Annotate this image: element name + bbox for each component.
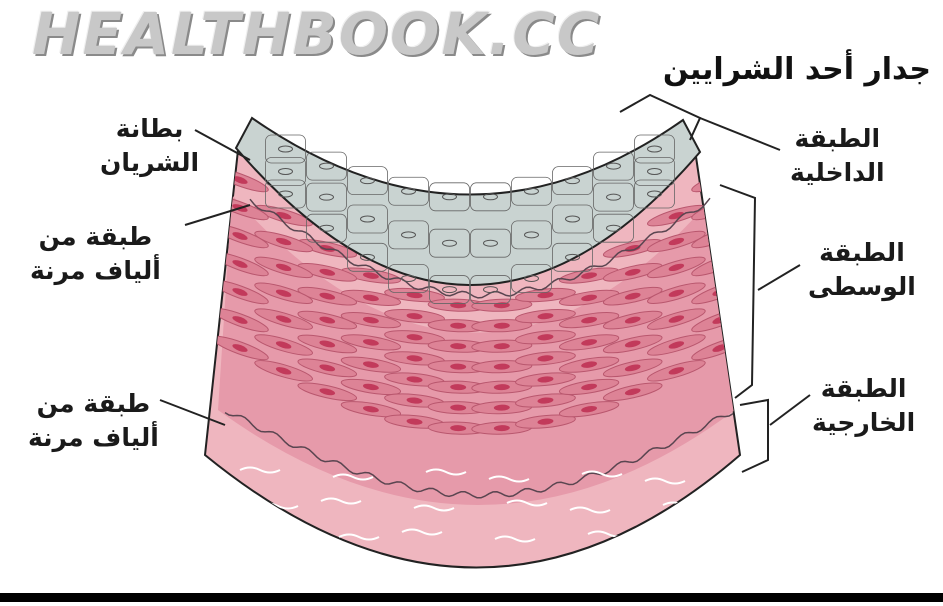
cell-nucleus [711,258,728,269]
diagram-title: جدار أحد الشرايين [663,52,931,87]
leader-media [758,265,800,290]
watermark-logo: HEALTHBOOK.CC [32,0,601,68]
connective-fiber [246,528,286,533]
label-endothelium: بطانةالشريان [100,112,199,180]
cell-nucleus [711,202,728,213]
bottom-border [0,593,943,602]
connective-fiber [651,539,691,544]
label-elastic-layer-bottom: طبقة منألياف مرنة [28,387,159,455]
bracket-adventitia [740,400,768,472]
cell-nucleus [711,230,728,241]
cell-nucleus [711,174,728,185]
leader-intima [700,118,780,150]
leader-adventitia [770,395,810,425]
label-media: الطبقةالوسطى [808,236,916,304]
